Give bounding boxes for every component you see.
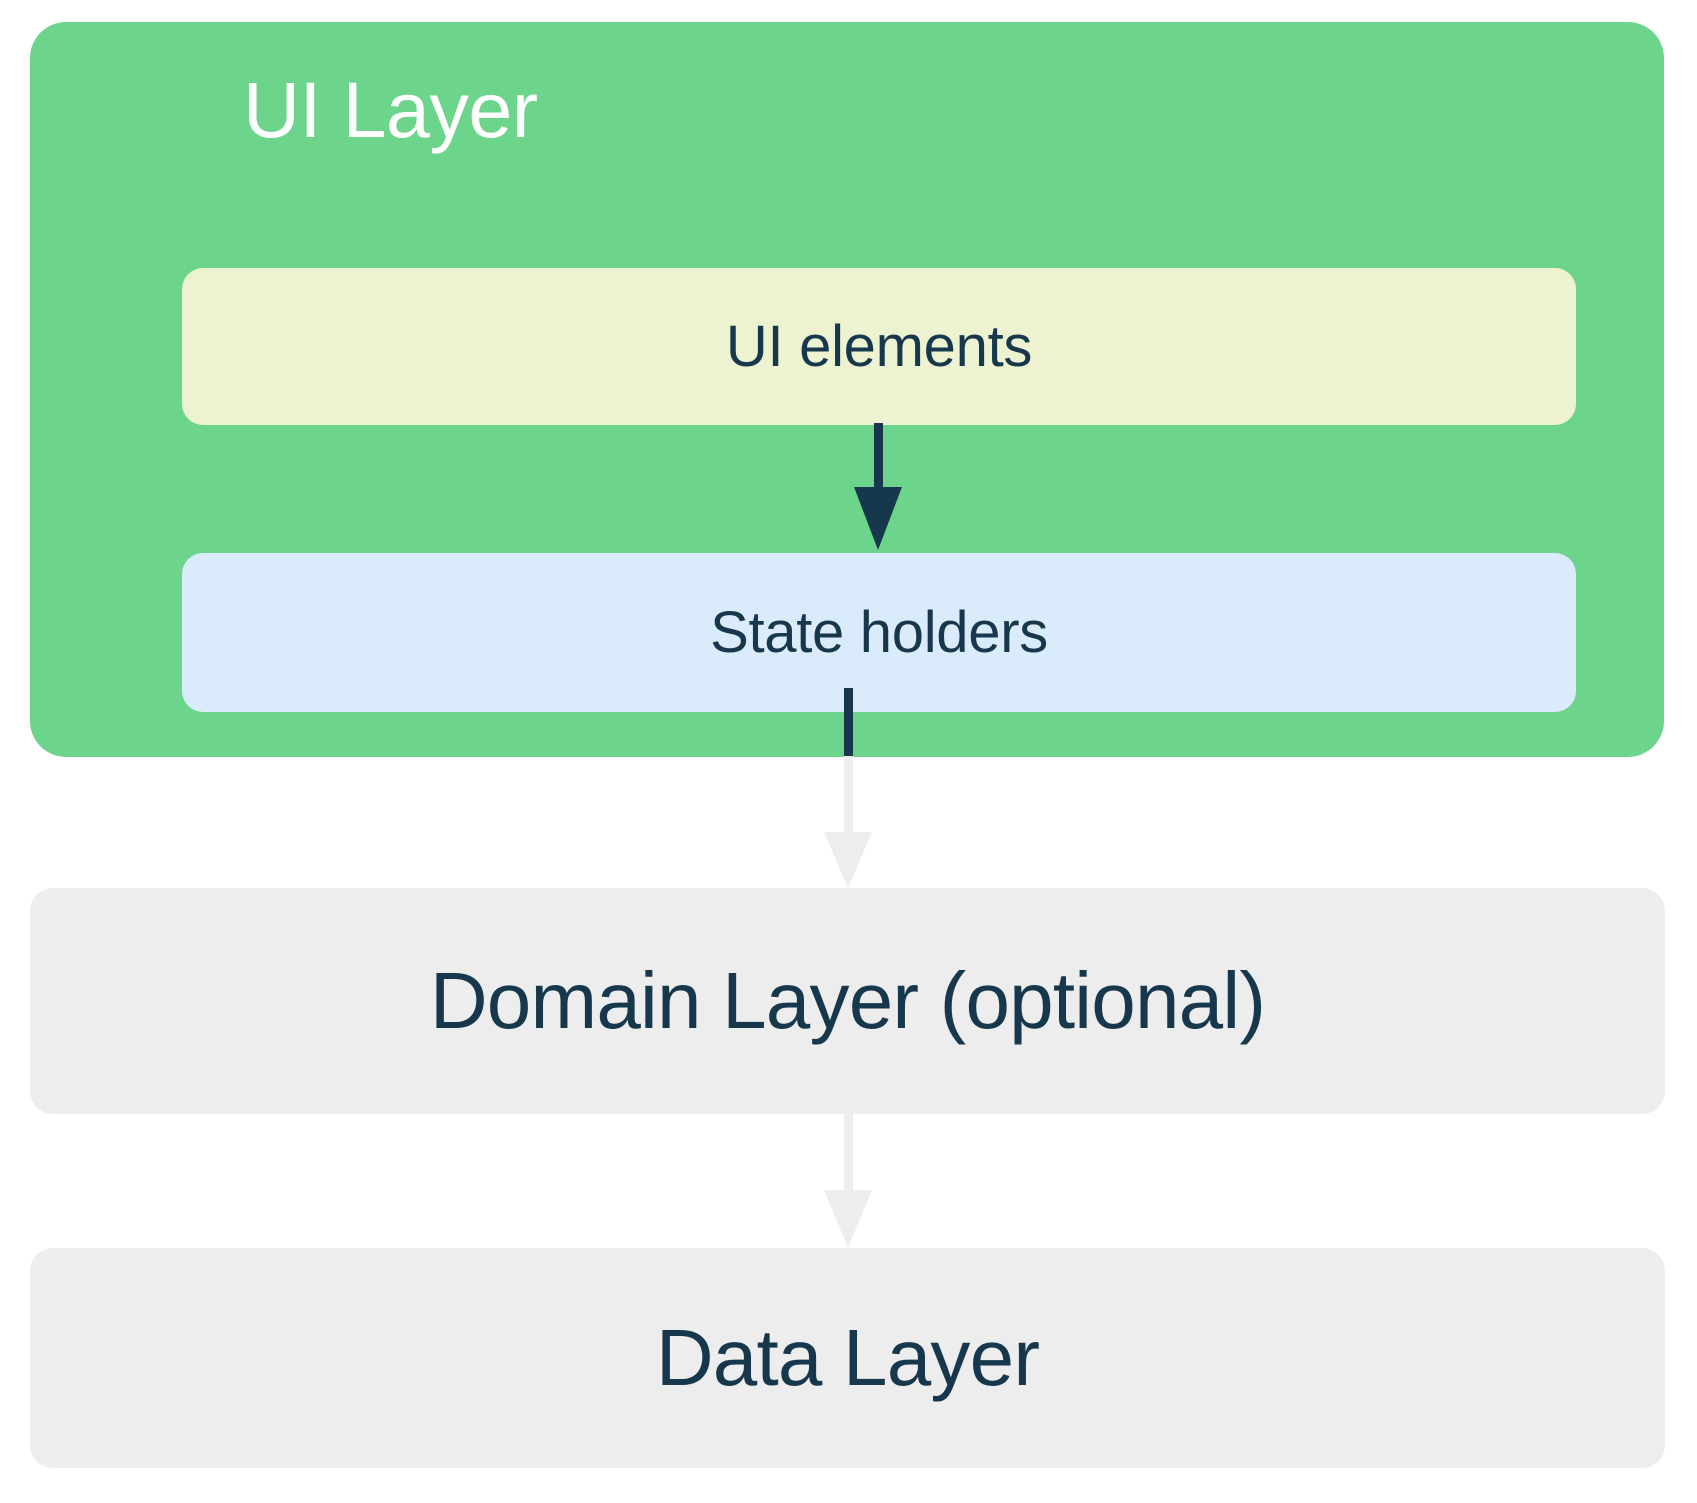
arrow-ui-elements-to-state-holders-icon bbox=[853, 423, 903, 553]
state-holders-label: State holders bbox=[710, 599, 1048, 665]
domain-layer-box: Domain Layer (optional) bbox=[30, 888, 1665, 1114]
data-layer-box: Data Layer bbox=[30, 1248, 1665, 1468]
ui-layer-container: UI Layer UI elements State holders bbox=[30, 22, 1664, 757]
ui-elements-box: UI elements bbox=[182, 268, 1576, 425]
state-holders-box: State holders bbox=[182, 553, 1576, 712]
ui-elements-label: UI elements bbox=[725, 313, 1033, 379]
domain-layer-label: Domain Layer (optional) bbox=[429, 956, 1266, 1045]
data-layer-label: Data Layer bbox=[655, 1313, 1040, 1402]
arrow-state-holders-to-domain-layer-icon bbox=[823, 688, 873, 890]
arrow-domain-layer-to-data-layer-icon bbox=[823, 1112, 873, 1250]
ui-layer-title: UI Layer bbox=[243, 65, 538, 154]
